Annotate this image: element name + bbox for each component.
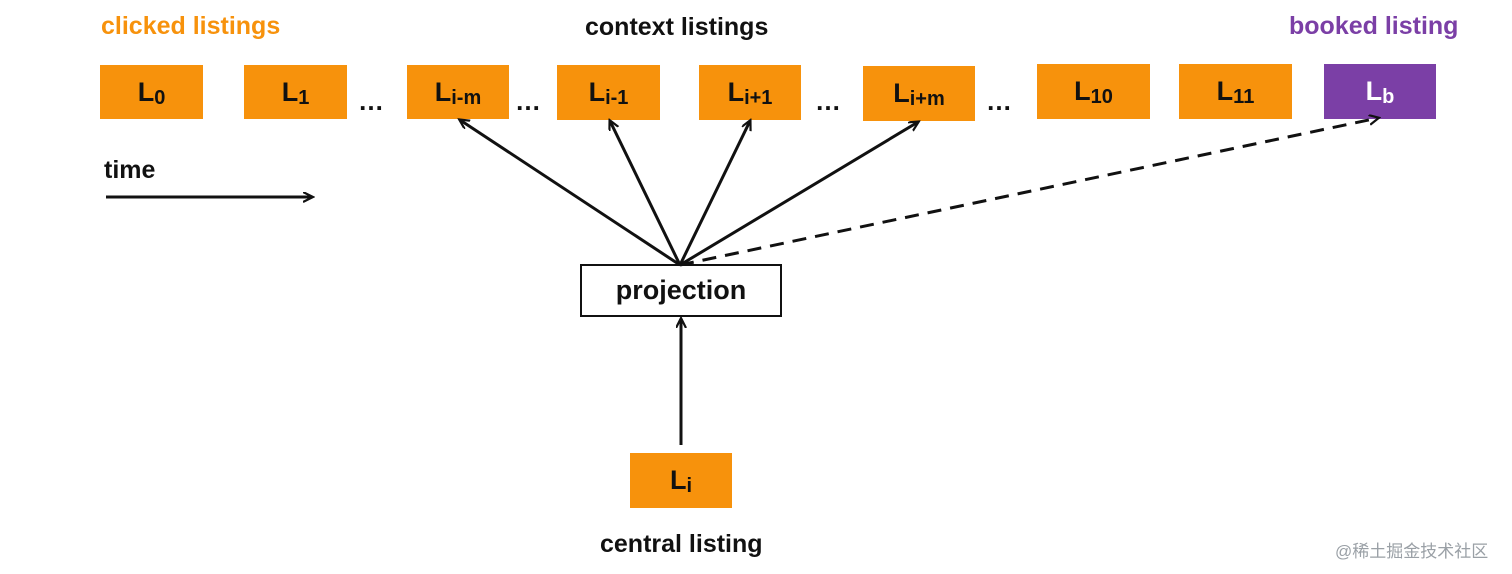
listing-sub: i-m	[451, 86, 482, 109]
ellipsis: …	[986, 86, 1012, 116]
listing-sub: i+m	[909, 88, 945, 110]
listing-sub: 1	[298, 86, 310, 109]
clicked-listings-label: clicked listings	[101, 12, 281, 40]
listing-base: L	[1074, 76, 1091, 106]
listing-base: L	[281, 76, 299, 107]
watermark: @稀土掘金技术社区	[1335, 542, 1489, 561]
arrow-to-Li-1	[610, 121, 682, 266]
listing-base: L	[669, 465, 687, 495]
listing-base: L	[1216, 76, 1234, 106]
listing-sub: b	[1382, 86, 1395, 108]
arrow-to-Li+1	[678, 121, 750, 266]
listing-base: L	[1365, 76, 1383, 106]
listing-base: L	[588, 77, 606, 107]
ellipsis: …	[815, 86, 841, 116]
projection-box: projection	[580, 264, 782, 317]
listing-sub: 0	[154, 86, 166, 109]
arrow-to-Lb-dashed	[679, 118, 1378, 267]
time-label: time	[104, 156, 156, 184]
context-listings-label: context listings	[585, 13, 769, 41]
arrow-to-Li-m	[460, 120, 681, 267]
central-listing-label: central listing	[600, 530, 763, 558]
listing-base: L	[434, 76, 452, 107]
listing-sub: i-1	[605, 87, 629, 109]
listing-sub: 10	[1090, 86, 1113, 108]
listing-base: L	[727, 77, 745, 107]
listing-sub: i+1	[744, 87, 773, 109]
listing-base: L	[893, 78, 910, 108]
booked-listing-label: booked listing	[1289, 12, 1459, 40]
ellipsis: …	[515, 86, 541, 116]
listing-sub: 11	[1233, 86, 1255, 108]
ellipsis: …	[358, 86, 384, 116]
arrow-to-Li+m	[679, 122, 918, 267]
listing-base: L	[137, 76, 155, 107]
listing-sub: i	[686, 475, 693, 497]
